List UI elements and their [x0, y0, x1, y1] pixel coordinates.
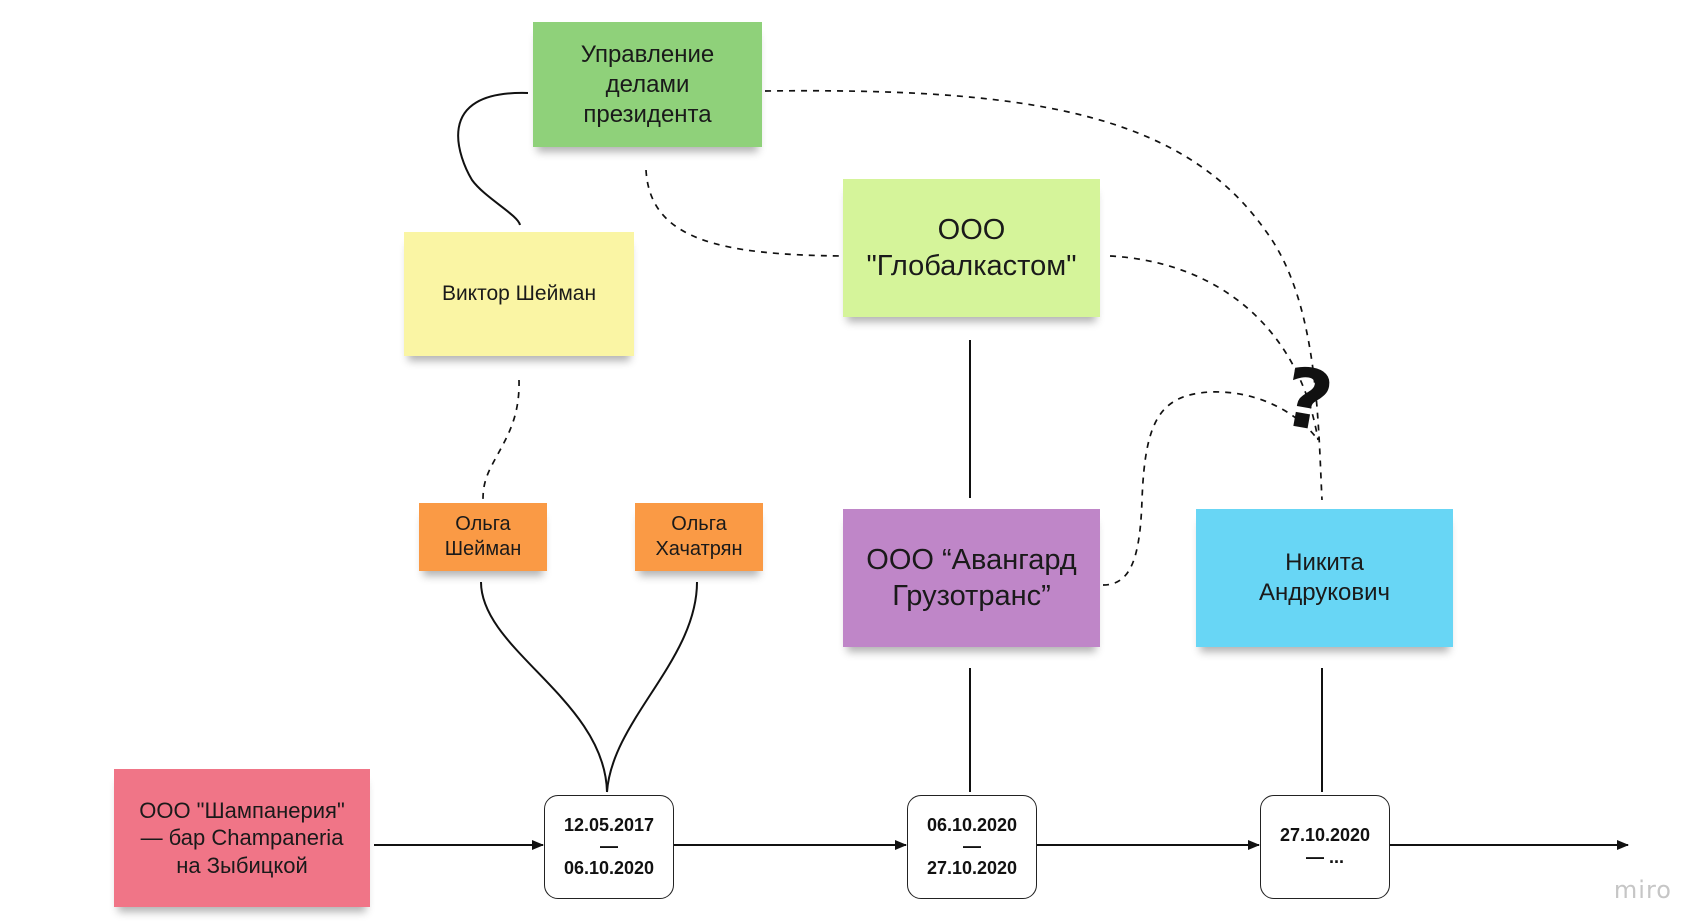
note-upravlenie-delami-prezidenta[interactable]: Управление делами президента — [533, 22, 762, 147]
date-box-3[interactable]: 27.10.2020 — ... — [1260, 795, 1390, 899]
note-text: ООО "Шампанерия" — бар Champaneria на Зы… — [139, 797, 345, 878]
note-nikita-andrukovich[interactable]: Никита Андрукович — [1196, 509, 1453, 647]
connector-upravlenie-nikita[interactable] — [764, 89, 1323, 501]
note-viktor-sheyman[interactable]: Виктор Шейман — [404, 232, 634, 356]
note-globalkastom[interactable]: ООО "Глобалкастом" — [843, 179, 1100, 317]
note-text: Ольга Хачатрян — [655, 513, 743, 560]
note-avangard-gruzotrans[interactable]: ООО “Авангард Грузотранс” — [843, 509, 1100, 647]
note-text: Управление делами президента — [580, 40, 715, 128]
miro-logo: miro — [1613, 876, 1672, 904]
connector-viktor-olga-sheyman[interactable] — [482, 379, 520, 501]
connector-olga-sheyman-date1[interactable] — [480, 581, 608, 793]
note-olga-sheyman[interactable]: Ольга Шейман — [419, 503, 547, 571]
note-text: Никита Андрукович — [1258, 549, 1391, 606]
note-text: ООО "Глобалкастом" — [866, 213, 1077, 282]
date-box-2[interactable]: 06.10.2020 — 27.10.2020 — [907, 795, 1037, 899]
note-shampaneria[interactable]: ООО "Шампанерия" — бар Champaneria на Зы… — [114, 769, 370, 907]
date-range-text: 06.10.2020 — 27.10.2020 — [926, 814, 1018, 878]
connector-upravlenie-globalkastom[interactable] — [645, 169, 846, 257]
date-range-text: 12.05.2017 — 06.10.2020 — [563, 814, 655, 878]
note-text: ООО “Авангард Грузотранс” — [866, 543, 1077, 612]
connector-avangard-nikita[interactable] — [1102, 391, 1319, 586]
note-olga-khachatryan[interactable]: Ольга Хачатрян — [635, 503, 763, 571]
connector-upravlenie-viktor[interactable] — [457, 91, 529, 226]
note-text: Виктор Шейман — [441, 281, 597, 305]
date-box-1[interactable]: 12.05.2017 — 06.10.2020 — [544, 795, 674, 899]
connector-olga-khachatryan-date1[interactable] — [606, 581, 698, 793]
date-range-text: 27.10.2020 — ... — [1279, 825, 1371, 867]
note-text: Ольга Шейман — [444, 513, 522, 560]
